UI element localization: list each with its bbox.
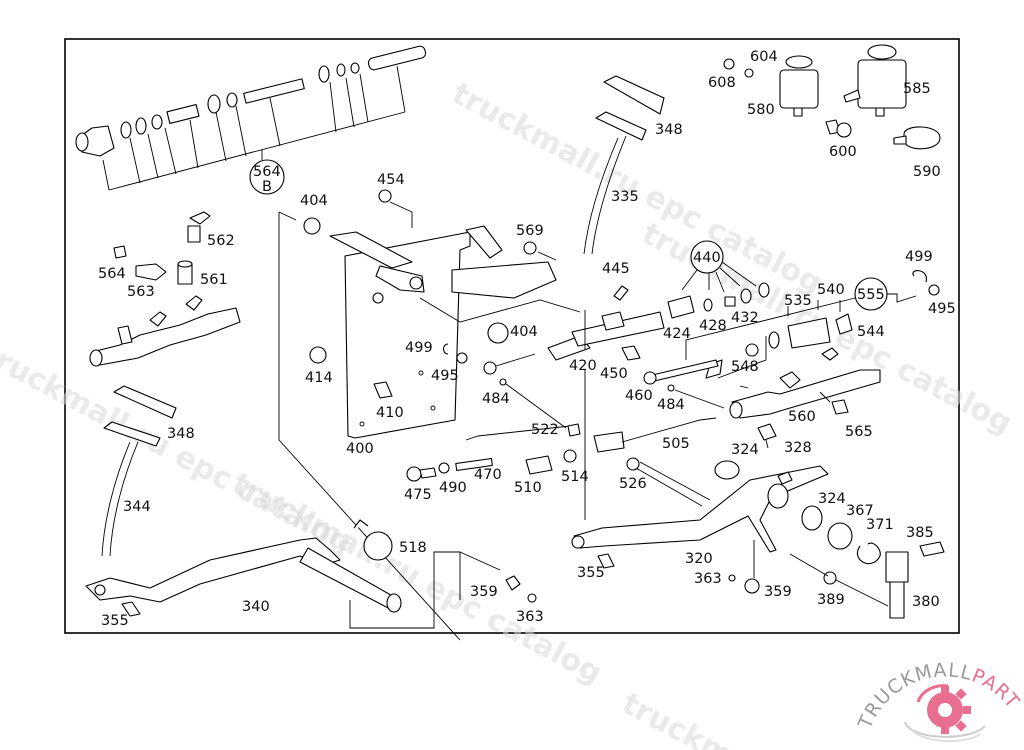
label-359: 359 — [470, 584, 498, 600]
label-580: 580 — [747, 102, 775, 118]
label-404: 404 — [510, 324, 538, 340]
label-544: 544 — [857, 324, 885, 340]
callout-label: 555 — [857, 287, 885, 303]
label-324: 324 — [731, 442, 759, 458]
label-495: 495 — [431, 368, 459, 384]
label-526: 526 — [619, 476, 647, 492]
label-563: 563 — [127, 284, 155, 300]
label-424: 424 — [663, 326, 691, 342]
label-604: 604 — [750, 49, 778, 65]
watermark-layer: truckmall.ru epc catalog truckmall.ru ep… — [0, 76, 1018, 750]
label-484: 484 — [657, 397, 685, 413]
label-585: 585 — [903, 81, 931, 97]
label-560: 560 — [788, 409, 816, 425]
label-608: 608 — [708, 75, 736, 91]
label-470: 470 — [474, 467, 502, 483]
label-484: 484 — [482, 391, 510, 407]
label-328: 328 — [784, 440, 812, 456]
label-404: 404 — [300, 193, 328, 209]
label-340: 340 — [242, 599, 270, 615]
label-600: 600 — [829, 144, 857, 160]
label-590: 590 — [913, 164, 941, 180]
label-460: 460 — [625, 388, 653, 404]
diagram-frame — [64, 38, 960, 634]
label-410: 410 — [376, 405, 404, 421]
label-475: 475 — [404, 487, 432, 503]
label-363: 363 — [516, 609, 544, 625]
label-367: 367 — [846, 503, 874, 519]
label-561: 561 — [200, 272, 228, 288]
repair-kit-564b: 564 B — [75, 45, 427, 195]
label-569: 569 — [516, 223, 544, 239]
callout-440 — [690, 240, 724, 274]
part-labels: 454 404 404 569 562 564 563 561 414 499 … — [98, 49, 956, 629]
label-414: 414 — [305, 370, 333, 386]
label-514: 514 — [561, 469, 589, 485]
label-565: 565 — [845, 424, 873, 440]
label-380: 380 — [912, 594, 940, 610]
callout-label: 564 — [253, 164, 281, 180]
label-562: 562 — [207, 233, 235, 249]
label-335: 335 — [611, 189, 639, 205]
label-400: 400 — [346, 441, 374, 457]
center-linkage — [406, 285, 725, 520]
pedal-320 — [571, 460, 945, 619]
label-450: 450 — [600, 366, 628, 382]
gear-icon — [904, 684, 986, 743]
label-389: 389 — [817, 592, 845, 608]
pedal-335 — [583, 75, 665, 255]
label-510: 510 — [514, 480, 542, 496]
label-454: 454 — [377, 172, 405, 188]
label-522: 522 — [531, 422, 559, 438]
label-371: 371 — [866, 517, 894, 533]
label-420: 420 — [569, 358, 597, 374]
label-359: 359 — [764, 584, 792, 600]
label-490: 490 — [439, 480, 467, 496]
label-363: 363 — [694, 571, 722, 587]
label-505: 505 — [662, 436, 690, 452]
label-355: 355 — [577, 565, 605, 581]
label-548: 548 — [731, 359, 759, 375]
reservoirs — [723, 44, 941, 150]
label-428: 428 — [699, 318, 727, 334]
label-564: 564 — [98, 266, 126, 282]
label-540: 540 — [817, 282, 845, 298]
label-499: 499 — [905, 249, 933, 265]
label-324: 324 — [818, 491, 846, 507]
label-445: 445 — [602, 261, 630, 277]
callout-564b — [249, 159, 285, 195]
pedal-340 — [85, 385, 537, 629]
callout-label: B — [262, 179, 272, 195]
label-344: 344 — [123, 499, 151, 515]
label-348: 348 — [655, 122, 683, 138]
master-cylinder-left — [89, 211, 241, 367]
label-518: 518 — [399, 540, 427, 556]
callout-label: 440 — [693, 250, 721, 266]
label-495: 495 — [928, 301, 956, 317]
label-535: 535 — [784, 293, 812, 309]
pedal-bracket-400 — [278, 189, 581, 641]
label-355: 355 — [101, 613, 129, 629]
slave-cylinder-group: 440 555 — [667, 240, 940, 449]
label-432: 432 — [731, 310, 759, 326]
label-320: 320 — [685, 551, 713, 567]
label-348: 348 — [167, 426, 195, 442]
label-385: 385 — [906, 525, 934, 541]
label-499: 499 — [405, 340, 433, 356]
